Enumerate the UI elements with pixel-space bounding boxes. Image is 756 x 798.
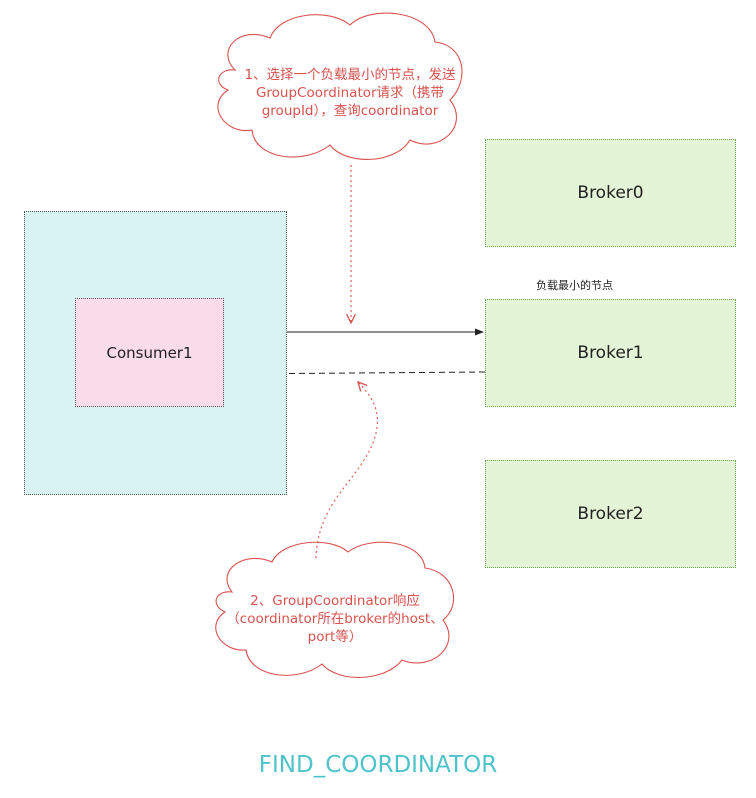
diagram-title: FIND_COORDINATOR: [258, 752, 498, 778]
request-cloud-shape: [217, 12, 463, 160]
request-cloud-line: GroupCoordinator请求（携带: [255, 85, 445, 101]
broker-node-1[interactable]: Broker1: [485, 299, 736, 407]
response-cloud-line: （coordinator所在broker的host、: [226, 611, 444, 627]
request-cloud-line: 1、选择一个负载最小的节点，发送: [244, 67, 456, 83]
consumer-node[interactable]: Consumer1: [75, 298, 224, 407]
broker1-note: 负载最小的节点: [536, 279, 613, 292]
response-annotation-arrow: [315, 382, 378, 559]
broker-node-0[interactable]: Broker0: [485, 139, 736, 247]
response-cloud-line: port等）: [307, 629, 363, 645]
broker-node-2[interactable]: Broker2: [485, 460, 736, 568]
request-cloud-line: groupId），查询coordinator: [261, 103, 439, 119]
response-cloud-shape: [215, 541, 455, 678]
broker-label: Broker0: [577, 183, 644, 203]
broker-label: Broker1: [577, 343, 644, 363]
response-cloud-line: 2、GroupCoordinator响应: [250, 593, 420, 609]
request-cloud-text: 1、选择一个负载最小的节点，发送 GroupCoordinator请求（携带 g…: [225, 66, 475, 120]
broker-label: Broker2: [577, 504, 644, 524]
consumer-label: Consumer1: [106, 343, 193, 362]
response-cloud-text: 2、GroupCoordinator响应 （coordinator所在broke…: [215, 592, 455, 646]
